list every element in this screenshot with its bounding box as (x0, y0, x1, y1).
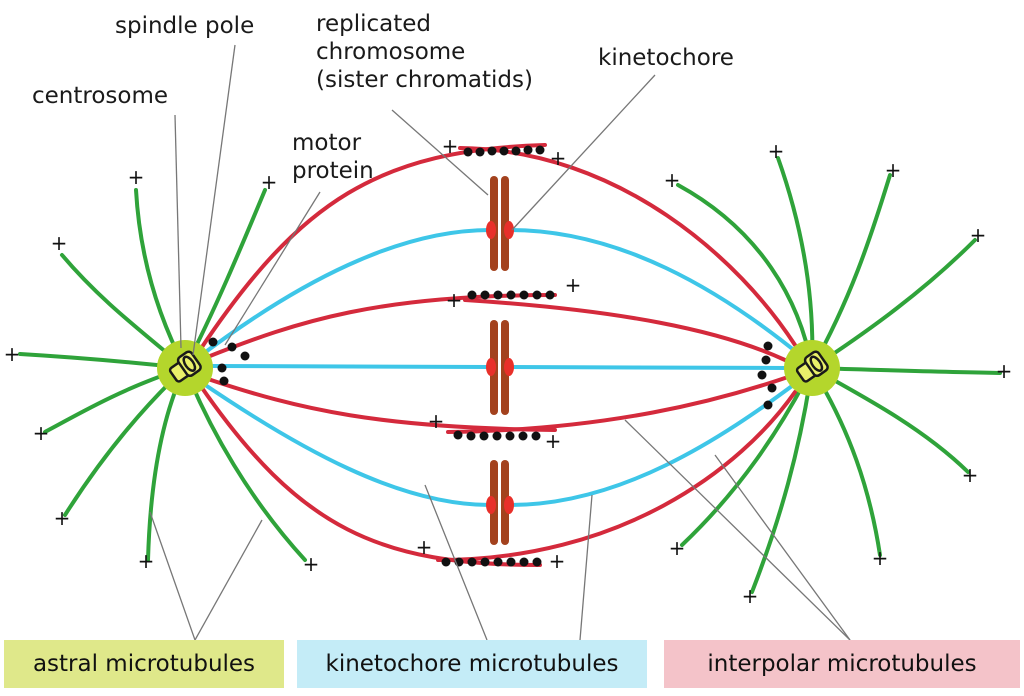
astral-mt-right-2 (776, 156, 815, 370)
interpolar-mt-8 (436, 390, 797, 562)
label-kinetochore: kinetochore (598, 45, 734, 71)
leader-kinetochore (511, 74, 656, 231)
kinetochore-mt-5 (193, 376, 492, 507)
plus-sign: + (565, 273, 582, 297)
label-spindle-pole: spindle pole (115, 13, 255, 39)
kinetochore-mt-2 (508, 228, 802, 357)
plus-sign: + (416, 535, 433, 559)
plus-sign: + (442, 134, 459, 158)
plus-sign: + (446, 288, 463, 312)
plus-sign: + (4, 342, 21, 366)
astral-mt-right-6 (810, 366, 970, 474)
leader-kinetochore-2 (579, 494, 593, 641)
plus-sign: + (303, 552, 320, 576)
interpolar-microtubules (198, 143, 797, 567)
kinetochore-mt-3 (208, 364, 492, 369)
leader-astral-1 (149, 511, 196, 641)
motor-proteins (208, 145, 777, 567)
interpolar-mt-5 (203, 376, 557, 432)
legend-astral-microtubules: astral microtubules (32, 651, 256, 677)
kinetochore-mt-4 (508, 365, 790, 370)
plus-sign: + (550, 146, 567, 170)
label-replicated-line2: chromosome (316, 39, 466, 65)
plus-sign: + (742, 584, 759, 608)
interpolar-mt-6 (446, 376, 787, 434)
legend-interpolar-bg (664, 640, 1020, 688)
plus-sign: + (128, 165, 145, 189)
plus-sign: + (33, 421, 50, 445)
plus-sign: + (669, 536, 686, 560)
plus-sign: + (54, 506, 71, 530)
leader-interpolar-2 (714, 454, 851, 641)
label-replicated-line3: (sister chromatids) (316, 67, 533, 93)
interpolar-mt-4 (463, 298, 787, 362)
legend-interpolar-microtubules: interpolar microtubules (707, 651, 977, 677)
leader-replicated-chromosome (391, 109, 489, 196)
legend-kinetochore-bg (297, 640, 647, 688)
label-motor-line2: protein (292, 158, 374, 184)
label-centrosome: centrosome (32, 83, 169, 109)
plus-sign: + (261, 170, 278, 194)
astral-mt-right-5 (810, 366, 1002, 375)
plus-sign: + (138, 549, 155, 573)
legend-kinetochore-microtubules: kinetochore microtubules (325, 651, 619, 677)
centrosome-right (784, 340, 840, 396)
plus-end-markers: + + + + + + + + + + + + + + + + + + + + … (4, 134, 1013, 608)
leader-centrosome (174, 114, 182, 349)
label-replicated-line1: replicated (316, 11, 431, 37)
leader-motor-protein (224, 191, 321, 346)
chromosome-2 (486, 320, 514, 415)
leader-kinetochore-1 (424, 484, 488, 641)
astral-mt-right-8 (750, 366, 814, 594)
leader-astral-2 (194, 519, 263, 641)
astral-mt-left-8 (183, 366, 307, 562)
plus-sign: + (872, 546, 889, 570)
interpolar-mt-2 (458, 146, 797, 347)
plus-sign: + (970, 223, 987, 247)
astral-mt-right-7 (810, 366, 882, 557)
leader-lines (149, 44, 851, 641)
kinetochore-mt-1 (193, 228, 492, 362)
label-motor-protein: motor protein (292, 129, 374, 185)
legend-astral-bg (4, 640, 284, 688)
plus-sign: + (996, 359, 1013, 383)
leader-interpolar-1 (624, 419, 851, 641)
label-replicated-chromosome: replicated chromosome (sister chromatids… (316, 10, 533, 94)
astral-mt-right-3 (810, 173, 892, 370)
plus-sign: + (545, 429, 562, 453)
leader-spindle-pole (192, 44, 236, 356)
replicated-chromosomes (486, 176, 514, 545)
astral-mt-right-4 (810, 238, 977, 370)
chromosome-3 (486, 460, 514, 545)
label-motor-line1: motor (292, 130, 362, 156)
plus-sign: + (962, 463, 979, 487)
plus-sign: + (664, 168, 681, 192)
chromosome-1 (486, 176, 514, 271)
centrosome-left (157, 340, 213, 396)
plus-sign: + (768, 139, 785, 163)
interpolar-mt-7 (198, 383, 542, 567)
plus-sign: + (428, 409, 445, 433)
interpolar-mt-3 (203, 293, 557, 360)
plus-sign: + (549, 549, 566, 573)
plus-sign: + (51, 231, 68, 255)
plus-sign: + (885, 158, 902, 182)
